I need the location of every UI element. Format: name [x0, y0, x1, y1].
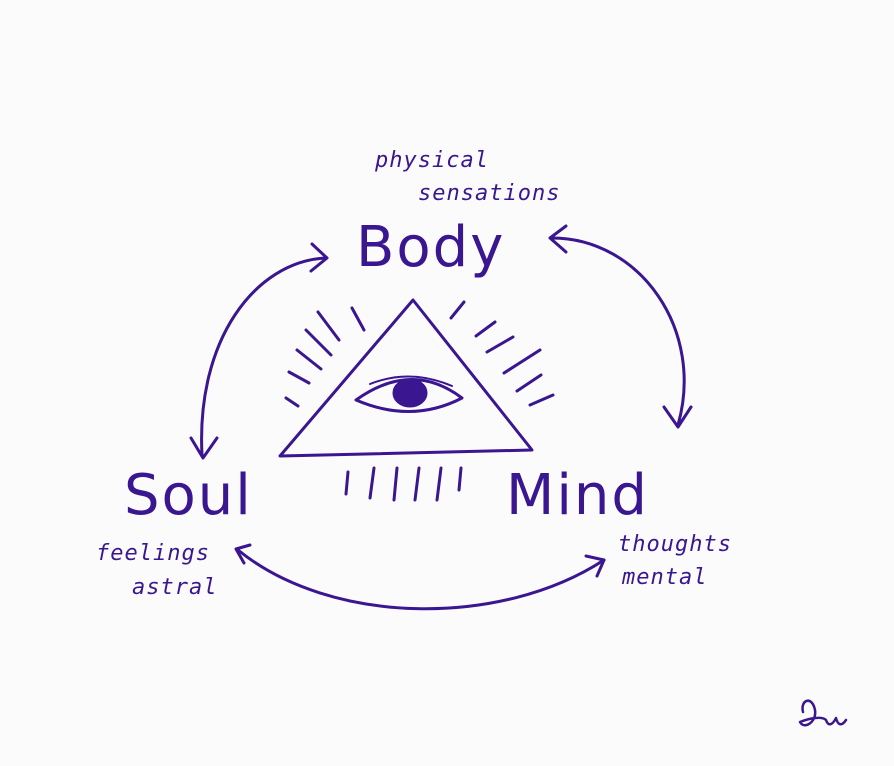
- mind-note-1: thoughts: [618, 532, 732, 557]
- arrow-soul-body: [189, 242, 329, 460]
- body-title: Body: [356, 215, 506, 280]
- eye-lid-icon: [369, 375, 453, 387]
- mind-note-2: mental: [622, 565, 708, 590]
- soul-title: Soul: [124, 463, 253, 528]
- arrow-body-mind: [548, 224, 693, 429]
- signature-mark: [798, 699, 848, 727]
- soul-note-1: feelings: [96, 541, 210, 566]
- eye-pupil-icon: [392, 378, 428, 408]
- triangle-icon: [278, 298, 534, 458]
- body-note-2: sensations: [418, 181, 561, 206]
- arrow-soul-mind: [234, 543, 606, 611]
- eye-outline-icon: [354, 378, 464, 413]
- body-note-1: physical: [375, 148, 489, 173]
- rays-right: [449, 300, 555, 407]
- rays-left: [284, 306, 366, 408]
- soul-note-2: astral: [132, 575, 218, 600]
- mind-title: Mind: [506, 463, 649, 528]
- rays-bottom: [344, 466, 463, 502]
